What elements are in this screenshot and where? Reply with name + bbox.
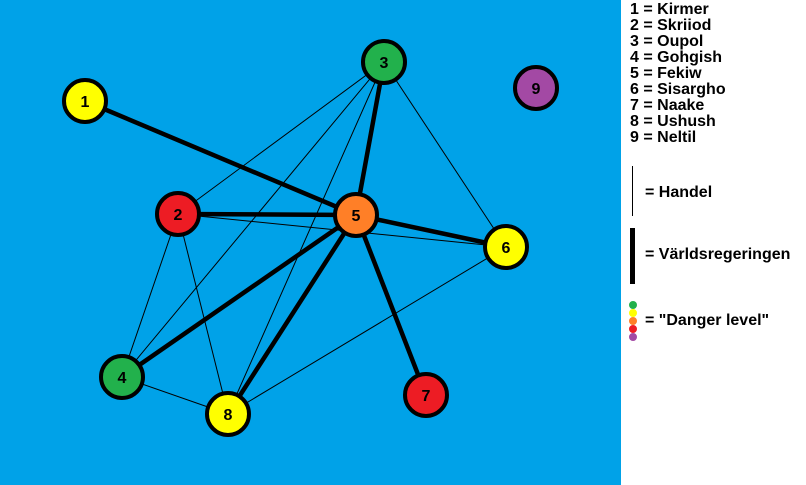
node-1: 1 bbox=[62, 78, 108, 124]
node-8: 8 bbox=[205, 391, 251, 437]
world-government-edges bbox=[82, 59, 509, 417]
node-label-6: 6 bbox=[502, 240, 511, 257]
node-circle-3 bbox=[361, 39, 407, 85]
node-label-7: 7 bbox=[422, 388, 431, 405]
trade-edge-3-4 bbox=[121, 61, 385, 378]
legend-name-1: 1 = Kirmer bbox=[630, 1, 709, 18]
node-label-4: 4 bbox=[118, 370, 127, 387]
graph-canvas: 1 2 3 4 5 6 7 8 9 bbox=[0, 0, 621, 485]
node-circle-4 bbox=[99, 354, 145, 400]
node-circle-2 bbox=[155, 191, 201, 237]
legend-name-7: 7 = Naake bbox=[630, 97, 705, 114]
legend-name-3: 3 = Oupol bbox=[630, 33, 704, 50]
node-label-8: 8 bbox=[224, 407, 233, 424]
node-5: 5 bbox=[333, 192, 379, 238]
legend-name-9: 9 = Neltil bbox=[630, 129, 697, 146]
danger-dot-2 bbox=[629, 309, 637, 317]
node-3: 3 bbox=[361, 39, 407, 85]
network-diagram: 1 2 3 4 5 6 7 8 9 bbox=[62, 39, 559, 437]
world-government-edge-2-5 bbox=[175, 211, 359, 218]
danger-dot-5 bbox=[629, 333, 637, 341]
danger-dot-1 bbox=[629, 301, 637, 309]
world-government-edge-5-7 bbox=[353, 212, 429, 398]
node-circle-8 bbox=[205, 391, 251, 437]
node-label-3: 3 bbox=[380, 55, 389, 72]
node-label-9: 9 bbox=[532, 81, 541, 98]
danger-dot-3 bbox=[629, 317, 637, 325]
legend-name-6: 6 = Sisargho bbox=[630, 81, 726, 98]
node-4: 4 bbox=[99, 354, 145, 400]
node-2: 2 bbox=[155, 191, 201, 237]
legend-name-5: 5 = Fekiw bbox=[630, 65, 702, 82]
node-circle-7 bbox=[403, 372, 449, 418]
danger-level-legend-label: = "Danger level" bbox=[645, 312, 770, 329]
trade-edge-2-8 bbox=[177, 213, 229, 415]
danger-dot-4 bbox=[629, 325, 637, 333]
node-circle-5 bbox=[333, 192, 379, 238]
world-government-legend-swatch bbox=[630, 228, 635, 284]
world-government-edge-5-6 bbox=[353, 212, 509, 250]
trade-edges bbox=[121, 61, 507, 415]
node-label-5: 5 bbox=[352, 208, 361, 225]
trade-edge-3-6 bbox=[383, 61, 507, 248]
trade-edge-8-6 bbox=[227, 246, 507, 415]
trade-edge-2-3 bbox=[177, 61, 385, 215]
nodes: 1 2 3 4 5 6 7 8 9 bbox=[62, 39, 559, 437]
trade-legend-swatch bbox=[632, 166, 633, 216]
legend-name-2: 2 = Skriiod bbox=[630, 17, 712, 34]
node-9: 9 bbox=[513, 65, 559, 111]
node-label-2: 2 bbox=[174, 207, 183, 224]
node-circle-6 bbox=[483, 224, 529, 270]
node-circle-1 bbox=[62, 78, 108, 124]
node-7: 7 bbox=[403, 372, 449, 418]
world-government-edge-4-5 bbox=[119, 212, 359, 380]
node-name-list: 1 = Kirmer 2 = Skriiod 3 = Oupol 4 = Goh… bbox=[630, 2, 726, 146]
trade-edge-3-8 bbox=[227, 61, 385, 415]
world-government-edge-5-8 bbox=[225, 212, 359, 417]
trade-legend-label: = Handel bbox=[645, 184, 713, 201]
world-government-legend-label: = Världsregeringen bbox=[645, 246, 791, 263]
trade-edge-2-4 bbox=[121, 213, 179, 378]
node-6: 6 bbox=[483, 224, 529, 270]
legend-name-8: 8 = Ushush bbox=[630, 113, 716, 130]
world-government-edge-3-5 bbox=[353, 59, 387, 218]
legend-panel: 1 = Kirmer 2 = Skriiod 3 = Oupol 4 = Goh… bbox=[621, 0, 806, 485]
legend-name-4: 4 = Gohgish bbox=[630, 49, 723, 66]
world-government-edge-1-5 bbox=[82, 98, 359, 218]
node-circle-9 bbox=[513, 65, 559, 111]
node-label-1: 1 bbox=[81, 94, 90, 111]
